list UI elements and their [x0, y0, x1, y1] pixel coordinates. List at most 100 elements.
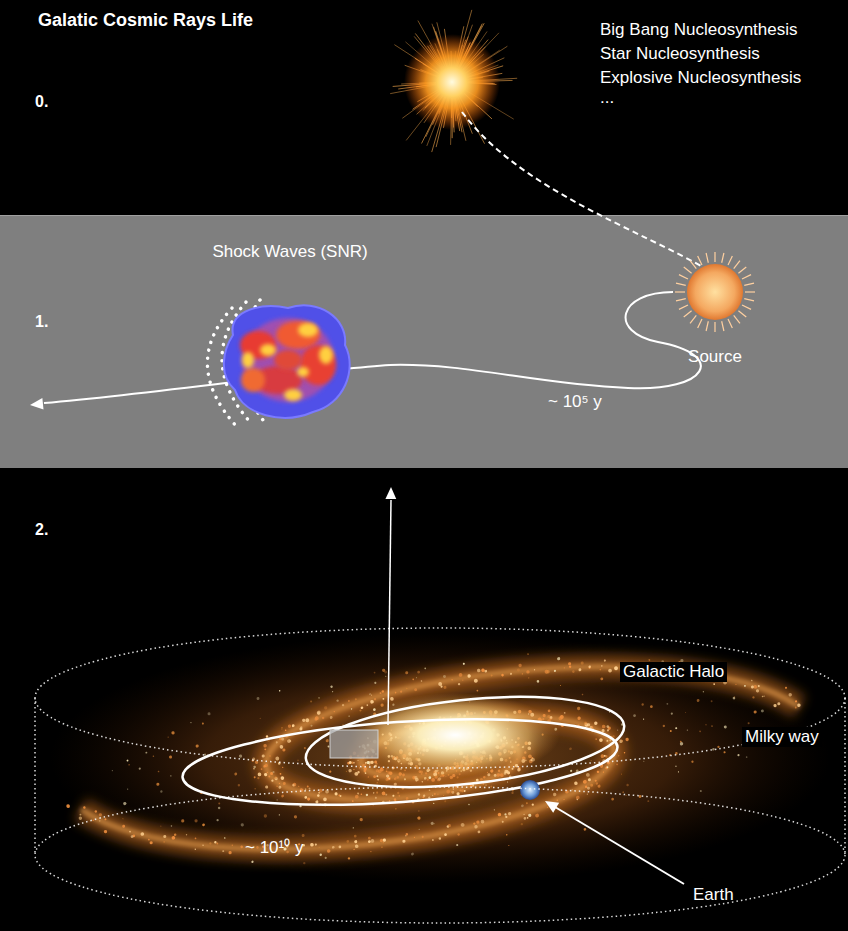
star-dot [276, 741, 278, 743]
star-dot [369, 764, 371, 766]
star-dot [355, 844, 359, 848]
star-spike [684, 267, 692, 273]
star-dot [467, 674, 471, 678]
star-dot [163, 835, 166, 838]
region-label: Galactic Halo [620, 662, 727, 682]
star-dot [342, 724, 344, 726]
star-dot [423, 794, 426, 797]
star-dot [752, 696, 755, 699]
star-dot [572, 670, 575, 673]
star-spike [679, 275, 688, 279]
star-dot [129, 831, 131, 833]
star-dot [451, 791, 453, 793]
star-dot [195, 849, 196, 850]
star-dot [523, 817, 526, 820]
star-dot [724, 725, 727, 728]
star-spike [676, 299, 686, 301]
star-dot [404, 778, 406, 780]
star-dot [83, 806, 86, 809]
star-dot [171, 825, 173, 827]
star-dot [261, 754, 264, 757]
star-spike [745, 291, 755, 292]
star-dot [588, 665, 591, 668]
star-dot [376, 791, 378, 793]
star-dot [66, 804, 70, 808]
star-dot [376, 782, 378, 784]
title: Galatic Cosmic Rays Life [38, 10, 253, 30]
star-dot [302, 719, 306, 723]
star-dot [303, 862, 306, 865]
star-dot [218, 807, 221, 810]
star-dot [281, 728, 283, 730]
star-dot [342, 704, 345, 707]
star-dot [584, 722, 588, 726]
star-dot [317, 710, 321, 714]
star-dot [476, 690, 478, 692]
star-dot [496, 773, 500, 777]
star-dot [378, 769, 382, 773]
star-glow [404, 34, 500, 130]
star-dot [483, 776, 486, 779]
star-dot [590, 760, 591, 761]
star-dot [476, 820, 480, 824]
star-dot [253, 766, 256, 769]
star-dot [751, 685, 754, 688]
star-dot [603, 772, 604, 773]
star-dot [795, 706, 797, 708]
star-dot [357, 792, 359, 794]
star-spike [722, 321, 724, 331]
star-dot [122, 818, 123, 819]
star-dot [494, 809, 495, 810]
star-dot [414, 688, 417, 691]
star-dot [327, 849, 331, 853]
star-dot [257, 777, 259, 779]
star-dot [202, 844, 204, 846]
star-dot [418, 793, 421, 796]
star-dot [734, 696, 735, 697]
star-dot [571, 789, 573, 791]
star-dot [307, 785, 309, 787]
star-dot [251, 860, 254, 863]
arrow-head [545, 801, 559, 813]
star-dot [348, 769, 352, 773]
star-dot [417, 671, 420, 674]
halo-outline [35, 628, 845, 768]
star-dot [127, 788, 128, 789]
star-dot [500, 773, 504, 777]
star-dot [104, 830, 108, 834]
star-dot [267, 772, 269, 774]
star-dot [691, 760, 694, 763]
star-dot [395, 692, 397, 694]
star-spike [728, 256, 732, 265]
star-dot [713, 683, 715, 685]
star-dot [568, 662, 571, 665]
star-dot [747, 722, 749, 724]
star-dot [279, 690, 281, 692]
star-dot [590, 666, 591, 667]
star-dot [369, 693, 371, 695]
star-dot [255, 788, 256, 789]
star-dot [207, 712, 210, 715]
snr-shell: Shock Waves (SNR) [190, 238, 390, 423]
zoom-arrow [388, 500, 391, 725]
star-dot [279, 783, 280, 784]
star-dot [224, 837, 226, 839]
star-dot [355, 795, 359, 799]
star-dot [282, 767, 284, 769]
star-dot [397, 792, 400, 795]
blob-spot [298, 323, 318, 337]
blob-spot [242, 352, 254, 368]
star-dot [307, 797, 311, 801]
star-dot [78, 816, 82, 820]
star-dot [506, 834, 508, 836]
star-dot [536, 680, 539, 683]
star-dot [578, 668, 581, 671]
star-dot [305, 718, 309, 722]
star-dot [607, 729, 609, 731]
star-dot [597, 771, 600, 774]
star-dot [354, 835, 357, 838]
star-dot [534, 669, 535, 670]
star-dot [322, 717, 325, 720]
star-dot [394, 798, 397, 801]
